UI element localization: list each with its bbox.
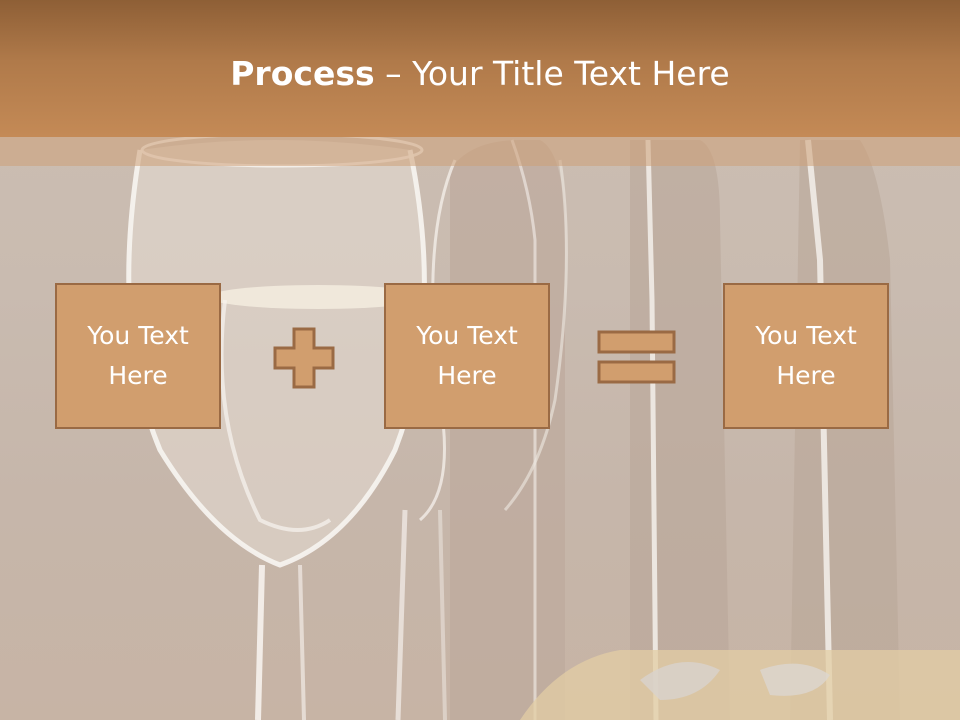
title-bar: [0, 0, 960, 137]
process-box-1[interactable]: You Text Here: [55, 283, 221, 429]
title-bold-part: Process: [230, 54, 375, 93]
title-rest-part: – Your Title Text Here: [374, 54, 730, 93]
process-box-2[interactable]: You Text Here: [384, 283, 550, 429]
equals-icon: [597, 330, 676, 384]
plus-icon: [273, 327, 335, 389]
process-box-3[interactable]: You Text Here: [723, 283, 889, 429]
page-title[interactable]: Process – Your Title Text Here: [0, 52, 960, 96]
process-box-3-text: You Text Here: [755, 321, 857, 390]
title-strip: [0, 137, 960, 166]
process-box-1-text: You Text Here: [87, 321, 189, 390]
process-box-2-text: You Text Here: [416, 321, 518, 390]
